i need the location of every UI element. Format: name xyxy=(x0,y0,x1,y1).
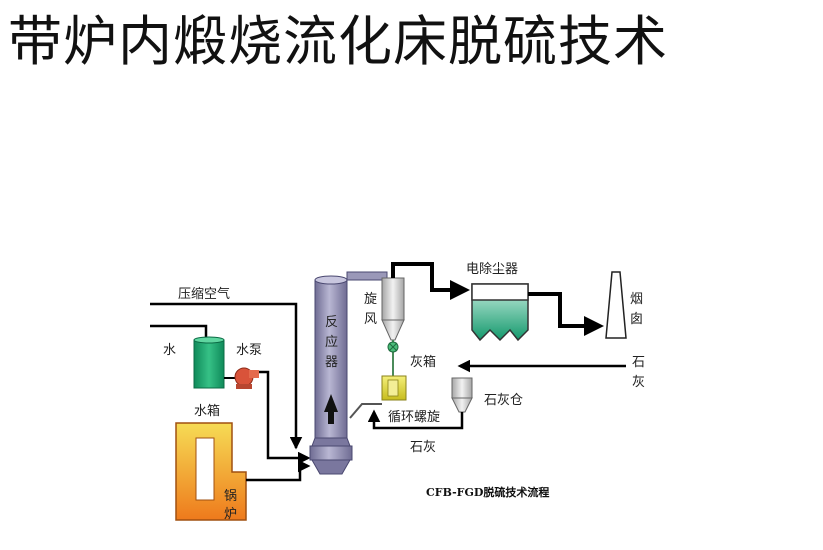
water-pump xyxy=(224,367,259,389)
label-chimney-1: 烟 xyxy=(630,292,643,307)
water-line xyxy=(259,370,311,465)
label-chimney-2: 囱 xyxy=(630,312,643,327)
label-water-pump: 水泵 xyxy=(236,343,262,358)
flue-gas-line xyxy=(246,459,311,482)
label-boiler-1: 锅 xyxy=(224,488,237,504)
water-inlet-line xyxy=(150,324,208,340)
water-tank xyxy=(193,336,225,389)
label-esp: 电除尘器 xyxy=(466,262,518,277)
label-boiler-2: 炉 xyxy=(224,507,237,522)
reactor xyxy=(309,275,353,475)
reactor-cyclone-duct xyxy=(346,271,388,281)
gas-to-chimney-line xyxy=(528,292,604,336)
label-screw: 循环螺旋 xyxy=(388,410,440,425)
label-reactor-3: 器 xyxy=(325,355,338,370)
cyclone xyxy=(381,277,405,376)
compressed-air-line xyxy=(150,302,303,450)
label-cyclone-2: 风 xyxy=(364,312,377,327)
label-reactor-1: 反 xyxy=(325,315,338,330)
label-lime-in-1: 石 xyxy=(632,355,645,370)
gas-to-esp-line xyxy=(391,262,470,300)
label-ash-box: 灰箱 xyxy=(410,354,436,370)
circulating-screw xyxy=(381,375,407,401)
lime-silo xyxy=(451,377,473,413)
chimney xyxy=(605,271,627,339)
label-water: 水 xyxy=(163,343,176,358)
electrostatic-precipitator xyxy=(471,283,529,342)
reactor-up-arrow-icon xyxy=(324,394,338,424)
label-reactor-2: 应 xyxy=(325,334,338,350)
label-water-tank: 水箱 xyxy=(194,403,220,419)
recycle-line xyxy=(349,403,382,419)
diagram-caption: CFB-FGD脱硫技术流程 xyxy=(426,485,549,499)
label-lime: 石灰 xyxy=(410,440,436,455)
boiler xyxy=(175,422,247,521)
label-lime-in-2: 灰 xyxy=(632,375,645,390)
lime-line xyxy=(367,409,464,430)
page-title: 带炉内煅烧流化床脱硫技术 xyxy=(8,10,668,73)
label-lime-silo: 石灰仓 xyxy=(484,393,523,408)
label-compressed-air: 压缩空气 xyxy=(178,286,230,302)
label-cyclone-1: 旋 xyxy=(364,292,377,307)
